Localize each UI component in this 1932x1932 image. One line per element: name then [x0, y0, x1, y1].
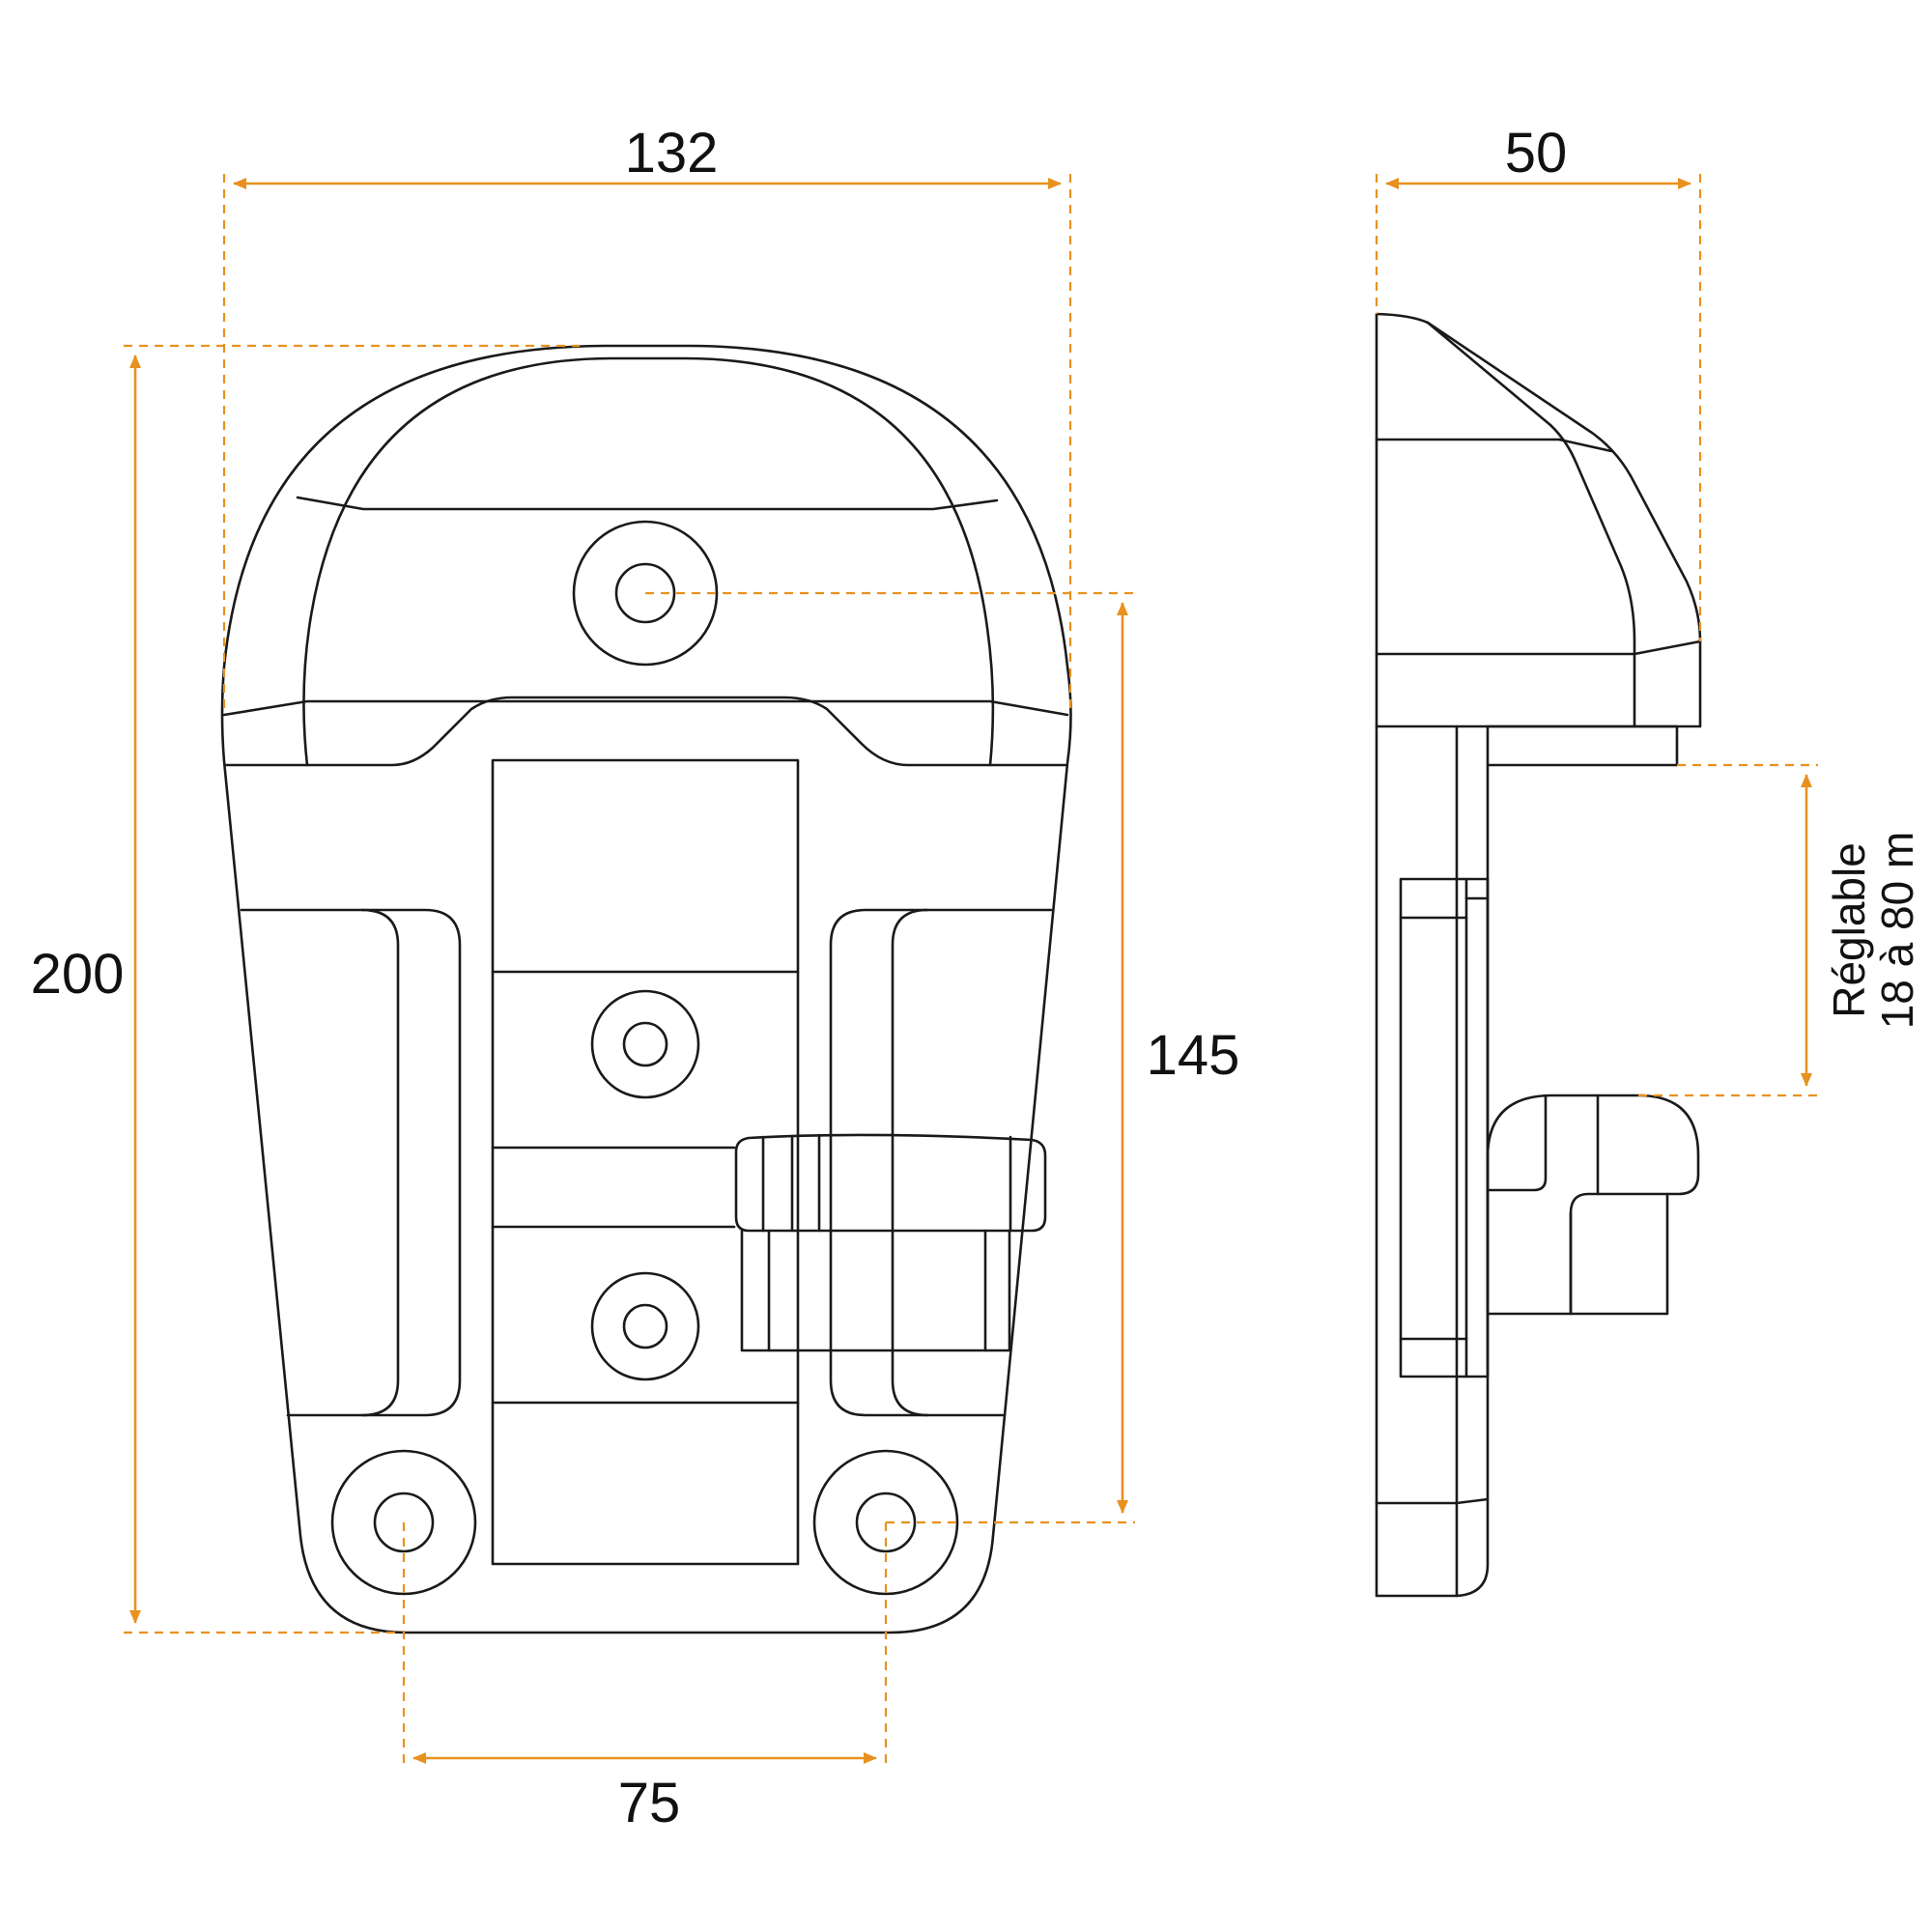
- side-hook-inner: [1486, 1094, 1548, 1192]
- side-top-block: [1375, 312, 1702, 728]
- dimension-hole-vertical: 145: [645, 591, 1240, 1524]
- dimension-height-label: 200: [31, 943, 125, 1006]
- side-view: [1375, 312, 1702, 1598]
- side-crease-2b: [1633, 639, 1702, 656]
- left-recess: [240, 908, 462, 1417]
- side-bottom-step: [1375, 1497, 1490, 1505]
- latch-body: [740, 1229, 1011, 1352]
- front-inner-arch: [302, 356, 995, 767]
- left-recess-inner: [360, 908, 400, 1417]
- dimension-height: 200: [31, 344, 580, 1634]
- dimension-width: 132: [222, 122, 1072, 715]
- screw-hole-middle: [590, 989, 700, 1099]
- right-recess-inner: [891, 908, 929, 1417]
- side-hook-jaw: [1569, 1192, 1669, 1316]
- screw-hole-bottom-right: [812, 1449, 959, 1596]
- dimension-hole-horizontal-label: 75: [618, 1772, 681, 1834]
- screw-hole-bottom-left: [330, 1449, 477, 1596]
- side-top-ledge: [1486, 724, 1679, 767]
- dimension-width-label: 132: [625, 122, 719, 185]
- central-column: [491, 758, 800, 1566]
- screw-hole-lower: [590, 1271, 700, 1381]
- latch-handle: [734, 1133, 1047, 1233]
- front-view: [220, 344, 1072, 1634]
- screw-hole-top: [572, 520, 719, 667]
- front-outer-outline: [220, 344, 1072, 1634]
- right-recess: [829, 908, 1053, 1417]
- side-back-plate: [1375, 724, 1490, 1598]
- side-hook: [1486, 1094, 1700, 1316]
- arch-crease-bottom: [222, 699, 1069, 717]
- dimension-hole-horizontal: 75: [402, 1522, 888, 1834]
- arch-crease-top: [296, 496, 999, 511]
- side-crease-1b: [1557, 438, 1613, 453]
- dimension-depth-label: 50: [1505, 122, 1568, 185]
- dimension-hole-vertical-label: 145: [1147, 1024, 1240, 1087]
- side-clamp-plate: [1399, 877, 1490, 1378]
- dimension-adjustable: Réglable 18 à 80 m: [1638, 763, 1922, 1097]
- dimension-adjustable-line1: Réglable: [1824, 842, 1874, 1018]
- dimension-adjustable-line2: 18 à 80 m: [1872, 832, 1922, 1030]
- side-top-inner-crease: [1426, 321, 1636, 728]
- front-shoulder-contour: [224, 696, 1067, 767]
- dimension-depth: 50: [1375, 122, 1702, 641]
